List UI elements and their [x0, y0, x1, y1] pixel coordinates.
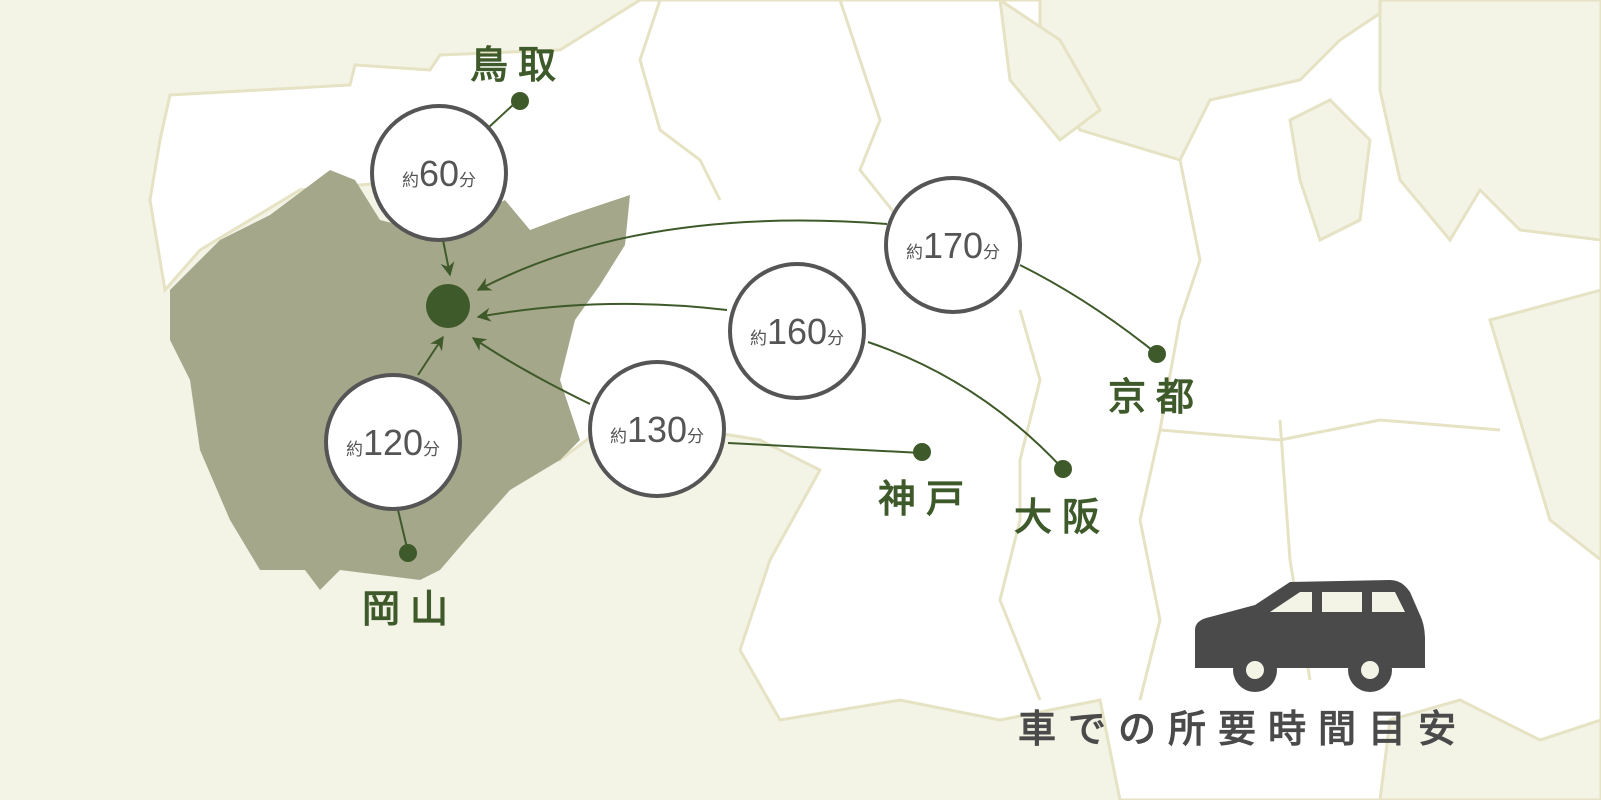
time-label-kyoto: 約170分	[906, 225, 1000, 266]
time-label-kobe: 約130分	[610, 409, 704, 450]
city-name-osaka: 大阪	[1014, 495, 1110, 539]
route-lines	[397, 102, 1158, 553]
city-dots	[399, 92, 1166, 562]
map-title: 車での所要時間目安	[1018, 707, 1468, 751]
city-name-kobe: 神戸	[878, 477, 974, 521]
time-bubbles	[324, 104, 1022, 511]
time-label-osaka: 約160分	[750, 311, 844, 352]
city-name-okayama: 岡山	[362, 587, 458, 631]
car-icon	[1195, 580, 1425, 692]
city-name-tottori: 鳥取	[470, 43, 566, 87]
time-label-tottori: 約60分	[402, 153, 476, 194]
destination-dot	[426, 284, 470, 328]
land-areas	[148, 0, 1601, 800]
city-name-kyoto: 京都	[1108, 375, 1204, 419]
time-label-okayama: 約120分	[346, 422, 440, 463]
time-labels: 約60分 約120分 約130分 約160分 約170分	[346, 153, 1000, 463]
